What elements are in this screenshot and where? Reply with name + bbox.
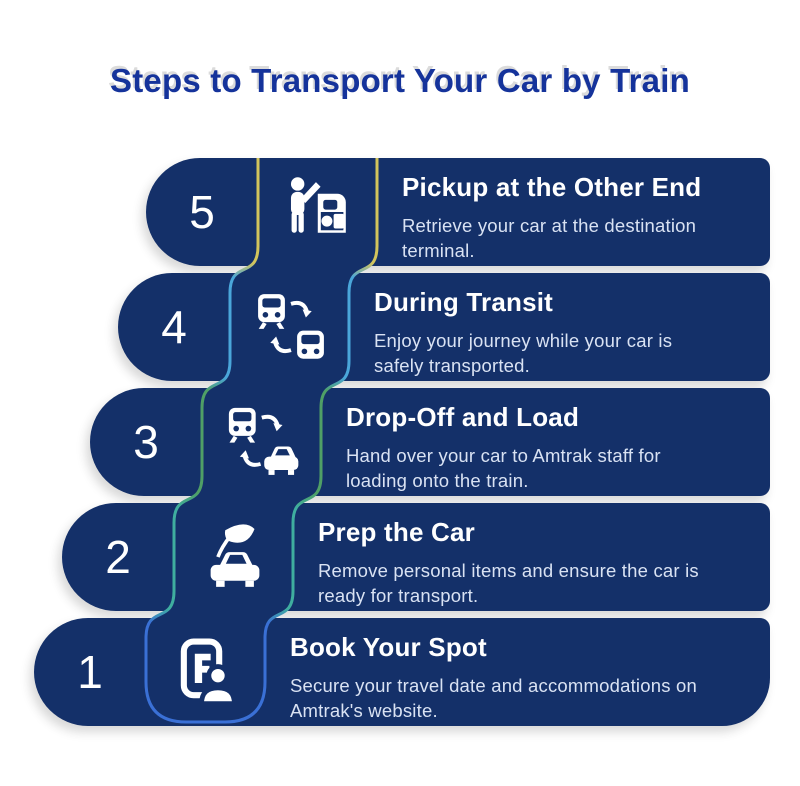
step-row-2: 2 Prep the Car Remove personal items and… xyxy=(62,503,770,611)
step-content: Prep the Car Remove personal items and e… xyxy=(318,517,756,608)
step-row-1: 1 Book Your Spot Secure your travel date… xyxy=(34,618,770,726)
step-row-5: 5 Pickup at the Other End Retrieve your … xyxy=(146,158,770,266)
step-description: Secure your travel date and accommodatio… xyxy=(290,675,697,721)
booking-app-icon xyxy=(180,638,237,707)
step-title: Book Your Spot xyxy=(290,632,487,662)
step-row-3: 3 Drop-Off and Load Hand over your car t… xyxy=(90,388,770,496)
step-title: Drop-Off and Load xyxy=(346,402,580,432)
page-title: Steps to Transport Your Car by Train xyxy=(110,62,690,99)
step-description: Remove personal items and ensure the car… xyxy=(318,560,699,606)
step-content: Book Your Spot Secure your travel date a… xyxy=(290,632,756,723)
step-number: 5 xyxy=(189,186,215,238)
step-number: 1 xyxy=(77,646,103,698)
person-vehicle-pickup-icon xyxy=(290,177,346,233)
eco-car-icon xyxy=(210,524,260,587)
step-number: 3 xyxy=(133,416,159,468)
train-transfer-icon xyxy=(258,294,324,359)
step-description: Retrieve your car at the destination ter… xyxy=(402,215,697,261)
step-description: Enjoy your journey while your car is saf… xyxy=(374,330,673,376)
step-content: Pickup at the Other End Retrieve your ca… xyxy=(402,172,756,263)
step-title: Pickup at the Other End xyxy=(402,172,702,202)
step-content: Drop-Off and Load Hand over your car to … xyxy=(346,402,756,493)
step-row-4: 4 During Transit Enjoy your journey whil… xyxy=(118,273,770,381)
step-description: Hand over your car to Amtrak staff for l… xyxy=(346,445,661,491)
step-title: Prep the Car xyxy=(318,517,476,547)
step-content: During Transit Enjoy your journey while … xyxy=(374,287,756,378)
step-number: 4 xyxy=(161,301,187,353)
step-title: During Transit xyxy=(374,287,554,317)
step-number: 2 xyxy=(105,531,131,583)
train-car-swap-icon xyxy=(228,407,299,475)
